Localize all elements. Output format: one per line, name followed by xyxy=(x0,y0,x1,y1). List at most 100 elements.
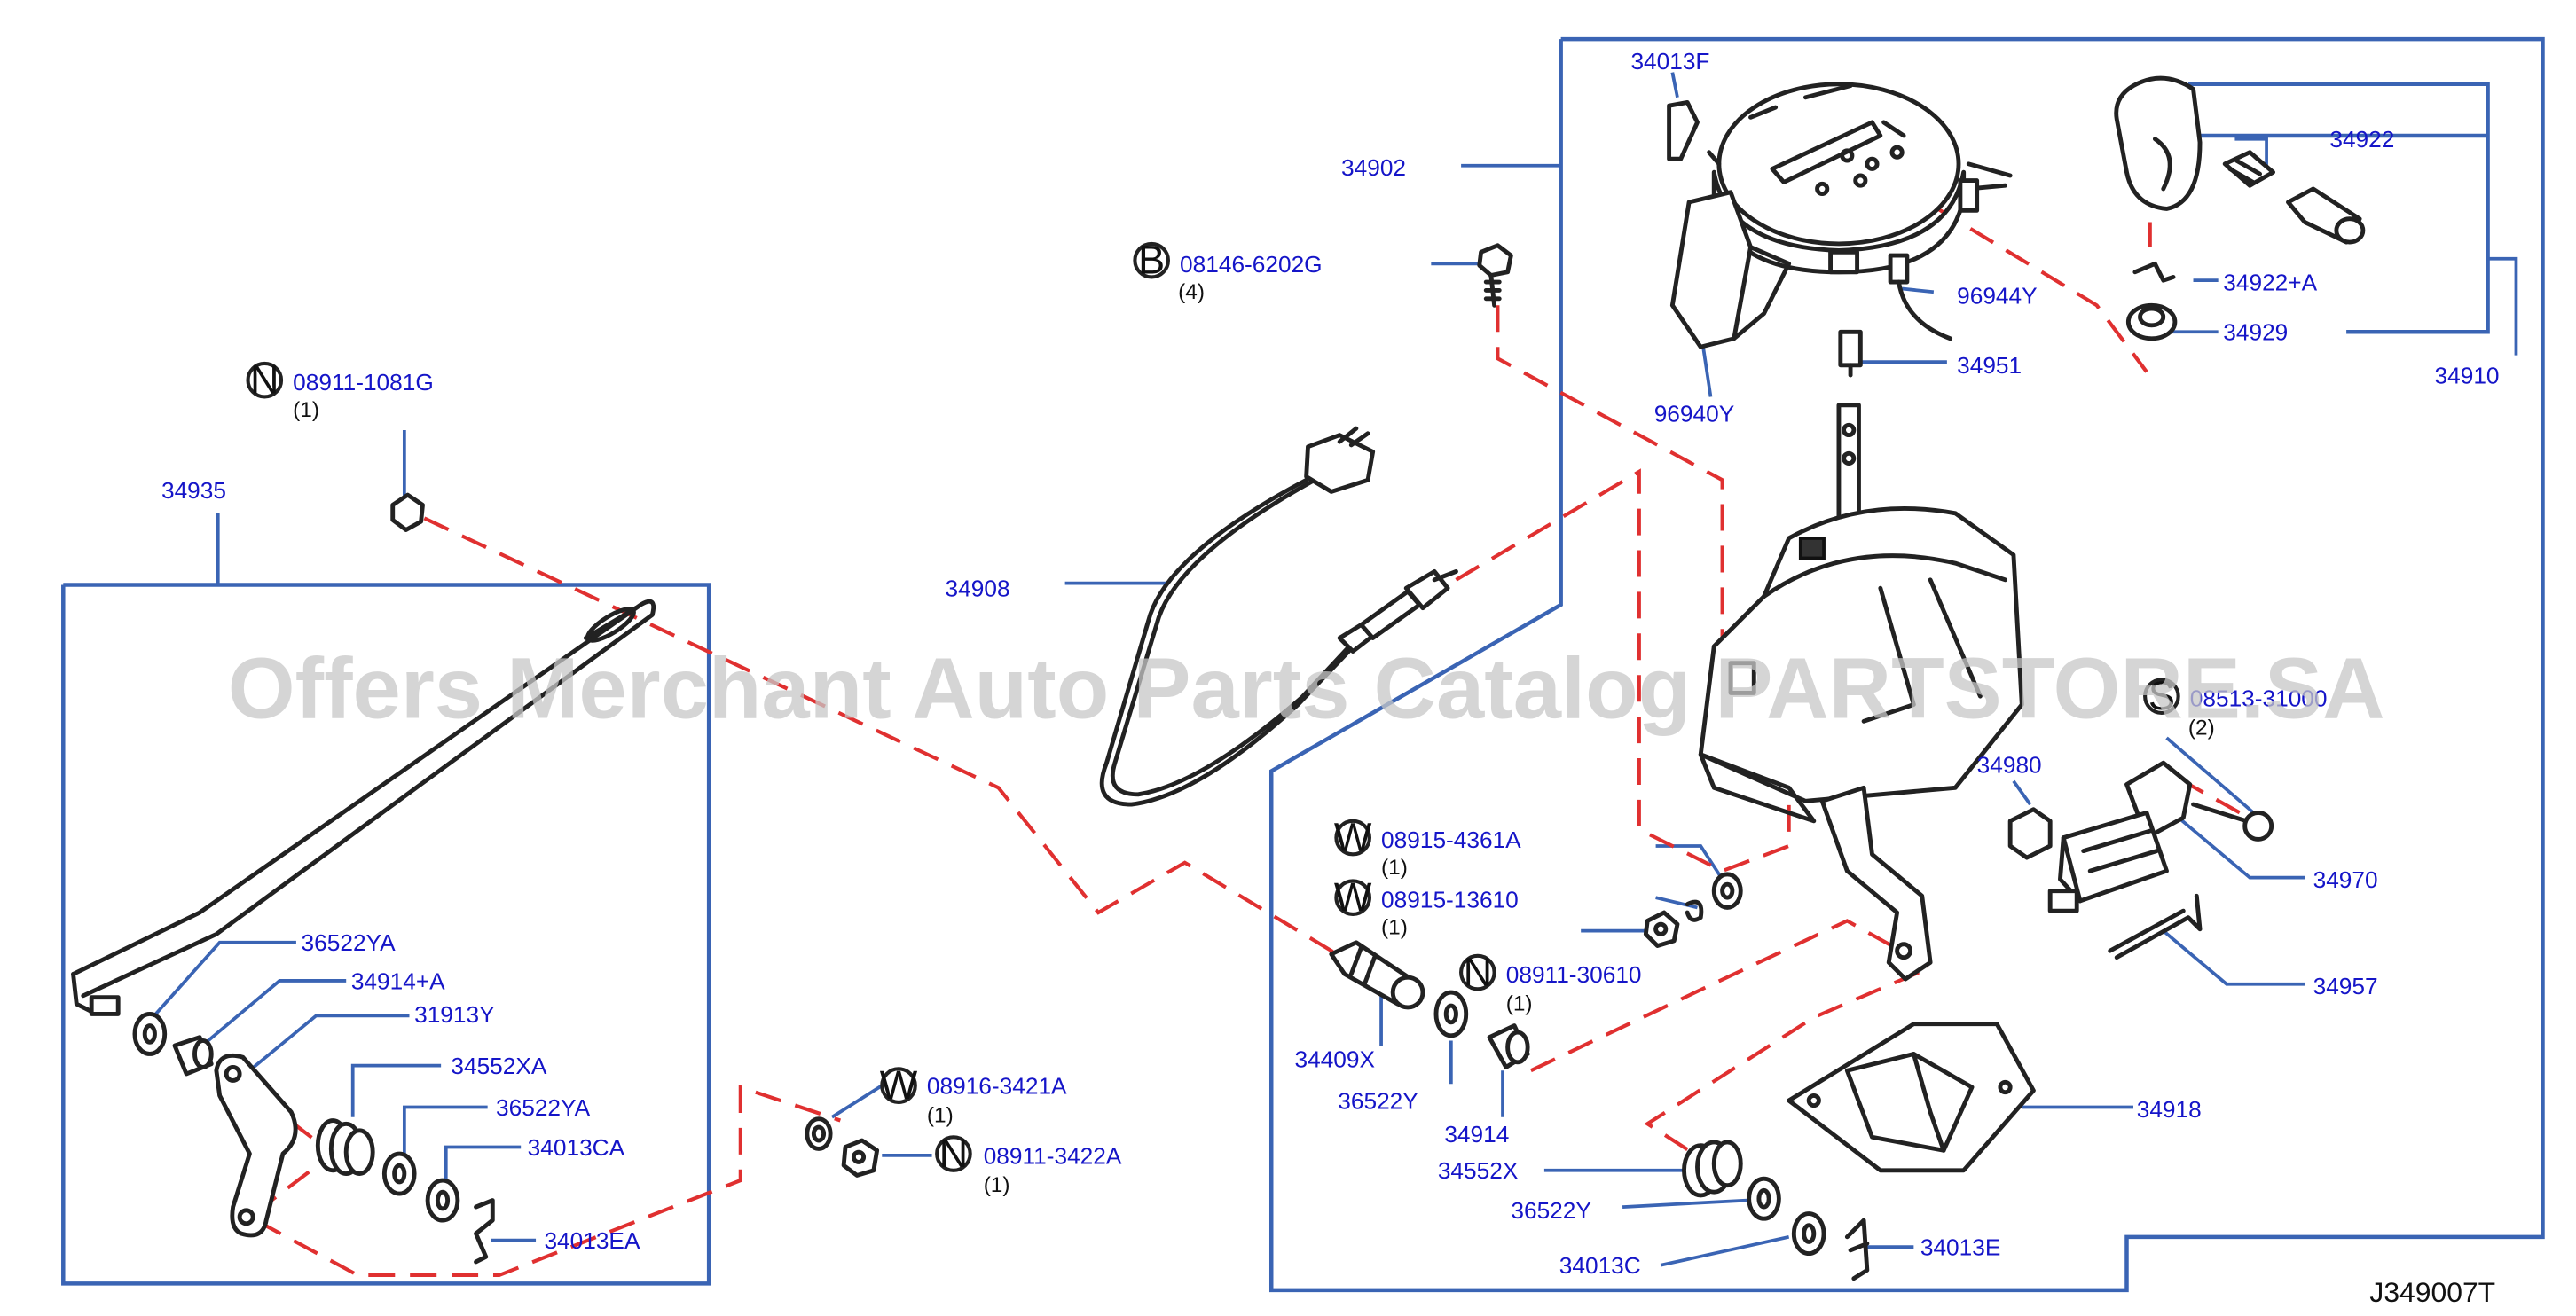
shift-knob-34922 xyxy=(2114,75,2366,245)
svg-text:N: N xyxy=(250,357,279,403)
washer-36522YA-top xyxy=(132,1012,168,1056)
label-08915-4361A[interactable]: 08915-4361A xyxy=(1381,826,1521,853)
watermark: Offers Merchant Auto Parts Catalog PARTS… xyxy=(228,640,2385,737)
washer-08916-3421A xyxy=(805,1116,833,1151)
label-08916-3421A[interactable]: 08916-3421A xyxy=(927,1073,1067,1100)
label-34013C[interactable]: 34013C xyxy=(1559,1252,1641,1279)
washer-36522YA-bottom xyxy=(381,1151,417,1196)
svg-text:B: B xyxy=(1138,238,1165,283)
label-34922A[interactable]: 34922+A xyxy=(2223,269,2317,295)
label-36522Y-bottom[interactable]: 36522Y xyxy=(1511,1197,1591,1224)
label-34914[interactable]: 34914 xyxy=(1444,1121,1509,1148)
symbol-bolt-08146: B xyxy=(1133,238,1170,283)
label-08513-31000[interactable]: 08513-31000 xyxy=(2190,685,2328,711)
label-31913Y[interactable]: 31913Y xyxy=(414,1001,495,1028)
pin-34957 xyxy=(2108,893,2203,960)
label-36522Y-mid[interactable]: 36522Y xyxy=(1338,1087,1418,1114)
svg-text:S: S xyxy=(2148,673,2175,718)
svg-text:W: W xyxy=(1334,874,1372,920)
nut-08911-30610 xyxy=(1643,910,1680,948)
label-34013E[interactable]: 34013E xyxy=(1920,1234,2001,1260)
label-36522YA-top[interactable]: 36522YA xyxy=(302,929,397,956)
symbol-nut-08911-30610: N xyxy=(1459,950,1496,995)
label-08146-6202G[interactable]: 08146-6202G xyxy=(1180,251,1323,278)
label-96940Y[interactable]: 96940Y xyxy=(1654,401,1735,427)
label-34980[interactable]: 34980 xyxy=(1977,751,2042,778)
clip-34013EA xyxy=(474,1198,495,1265)
label-96944Y[interactable]: 96944Y xyxy=(1957,282,2038,309)
label-34013F[interactable]: 34013F xyxy=(1630,48,1709,74)
qty-08911-1081G: (1) xyxy=(293,398,319,422)
leader-lines xyxy=(148,72,2518,1267)
svg-text:N: N xyxy=(1464,950,1493,995)
clip-34013E xyxy=(1844,1218,1870,1281)
indicator-cover-34902 xyxy=(1669,82,2013,349)
grommet-34552X xyxy=(1682,1140,1743,1198)
finisher-34918 xyxy=(1787,1022,2036,1173)
label-34908[interactable]: 34908 xyxy=(946,576,1010,602)
control-device-34902 xyxy=(1698,403,2024,982)
qty-08146-6202G: (4) xyxy=(1178,280,1205,304)
label-34409X[interactable]: 34409X xyxy=(1295,1046,1376,1072)
label-34013CA[interactable]: 34013CA xyxy=(528,1134,625,1161)
grommet-34552XA xyxy=(315,1118,375,1176)
label-36522YA-bottom[interactable]: 36522YA xyxy=(496,1094,591,1121)
label-34902[interactable]: 34902 xyxy=(1341,154,1406,181)
assembly-dashed-lines xyxy=(223,162,2256,1278)
label-34552XA[interactable]: 34552XA xyxy=(451,1053,547,1079)
label-34929[interactable]: 34929 xyxy=(2223,319,2288,346)
label-34957[interactable]: 34957 xyxy=(2313,973,2378,999)
frame-34910-knob-set xyxy=(2187,82,2490,334)
frame-34935-linkage xyxy=(61,583,711,1286)
label-34951[interactable]: 34951 xyxy=(1957,352,2022,379)
nut-08911-1081G xyxy=(390,492,425,532)
bulb-96944Y xyxy=(1888,253,1953,341)
clip-34013F xyxy=(1667,99,1722,167)
qty-08916-3421A: (1) xyxy=(927,1103,954,1127)
part-labels: 34013F 34902 34922 08146-6202G (4) 96944… xyxy=(161,48,2500,1279)
label-08911-1081G[interactable]: 08911-1081G xyxy=(293,369,434,396)
block-34980 xyxy=(2007,807,2053,860)
qty-08911-30610: (1) xyxy=(1506,992,1533,1016)
washer-08915-13610 xyxy=(1685,899,1704,922)
label-34970[interactable]: 34970 xyxy=(2313,866,2378,893)
qty-08513-31000: (2) xyxy=(2188,716,2215,740)
svg-text:W: W xyxy=(880,1062,918,1108)
label-34013EA[interactable]: 34013EA xyxy=(544,1227,640,1254)
label-34552X[interactable]: 34552X xyxy=(1438,1157,1519,1184)
symbol-washer-08915-13610: W xyxy=(1334,874,1372,920)
frame-34902-assembly xyxy=(1268,36,2545,1293)
nut-08911-3422A xyxy=(841,1138,880,1178)
collar-34914A xyxy=(172,1035,214,1077)
symbol-screw-08513: S xyxy=(2143,673,2180,718)
washer-34013C xyxy=(1791,1211,1826,1257)
washer-36522Y-bottom xyxy=(1747,1176,1781,1221)
label-08911-3422A[interactable]: 08911-3422A xyxy=(984,1142,1122,1169)
label-34918[interactable]: 34918 xyxy=(2137,1096,2202,1123)
label-34914A[interactable]: 34914+A xyxy=(351,967,445,994)
svg-text:N: N xyxy=(939,1131,969,1176)
diagram-code: J349007T xyxy=(2369,1276,2495,1308)
svg-text:W: W xyxy=(1334,815,1372,860)
label-34910[interactable]: 34910 xyxy=(2435,362,2500,388)
washer-34013CA xyxy=(425,1178,460,1223)
spring-clip-34922A xyxy=(2132,261,2176,283)
label-34922[interactable]: 34922 xyxy=(2329,126,2394,153)
lever-31913Y xyxy=(214,1053,298,1238)
symbol-washer-08916: W xyxy=(880,1062,918,1108)
connector-34951 xyxy=(1838,329,1863,378)
symbol-nut-08911-3422A: N xyxy=(935,1131,972,1176)
linkage-rod-34935 xyxy=(71,599,656,1016)
label-08911-30610[interactable]: 08911-30610 xyxy=(1506,961,1642,988)
bushing-34929 xyxy=(2125,302,2178,341)
bushing-34409X xyxy=(1329,940,1425,1010)
screw-08513 xyxy=(2191,802,2274,842)
qty-08915-4361A: (1) xyxy=(1381,856,1408,880)
washer-08915-4361A xyxy=(1711,872,1743,910)
solenoid-34970 xyxy=(2047,760,2193,913)
bolt-08146 xyxy=(1477,243,1513,308)
label-08915-13610[interactable]: 08915-13610 xyxy=(1381,886,1519,913)
label-34935[interactable]: 34935 xyxy=(161,477,226,504)
washer-36522Y-mid xyxy=(1433,990,1469,1038)
